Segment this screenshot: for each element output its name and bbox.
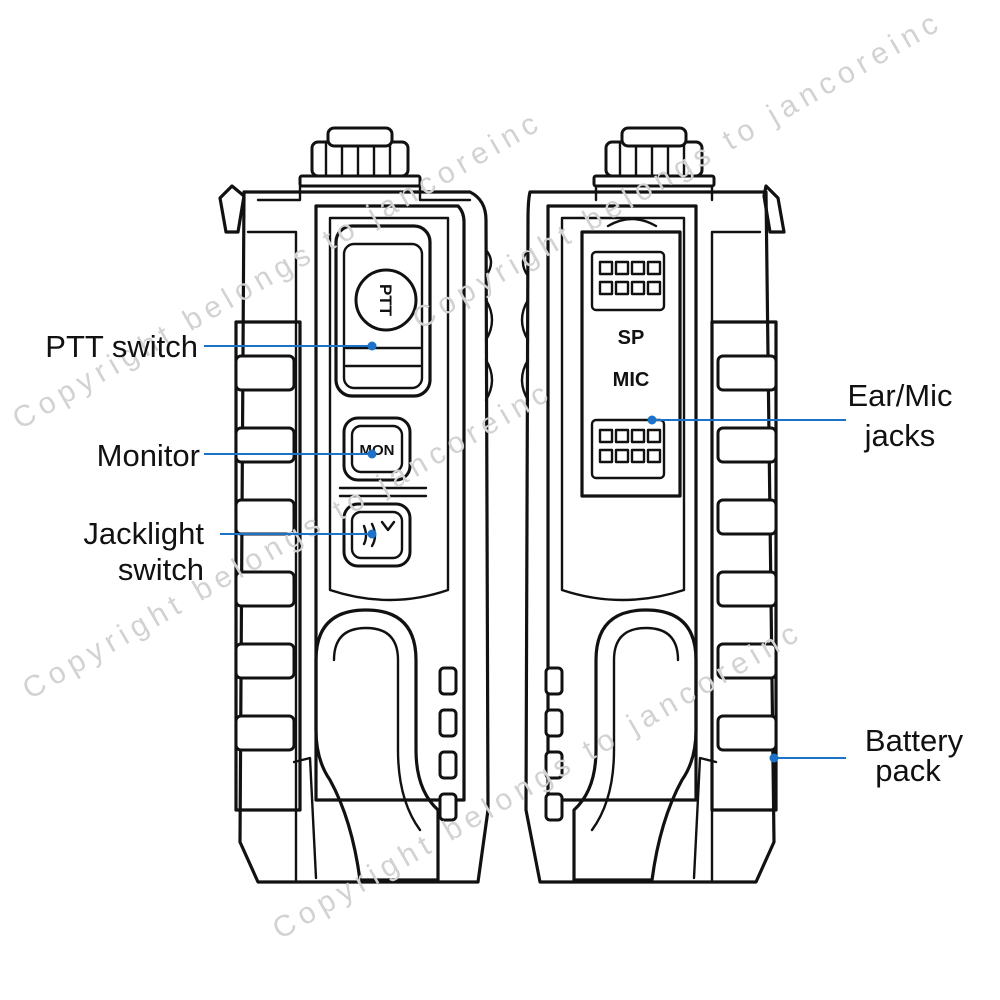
- battery-label-line2: pack: [875, 753, 941, 788]
- radio-right-side-view: SP MIC: [520, 126, 786, 884]
- watermark-text-3: Copyright belongs to jancoreinc: [267, 614, 809, 946]
- leader-lines: [204, 341, 846, 763]
- knob-left: [298, 126, 422, 188]
- ptt-switch-label: PTT switch: [45, 329, 198, 364]
- earmic-leader-dot: [647, 415, 657, 425]
- callout-labels: PTT switch Monitor Jacklight switch Ear/…: [45, 329, 963, 788]
- jacklight-label-line2: switch: [118, 552, 204, 587]
- watermark-layer: Copyright belongs to jancoreinc Copyrigh…: [7, 4, 949, 946]
- jack-grid-bottom: [598, 428, 662, 464]
- earmic-label-line1: Ear/Mic: [847, 378, 952, 413]
- ear-mic-jack-cover[interactable]: SP MIC: [580, 217, 682, 498]
- monitor-button[interactable]: MON: [342, 416, 412, 482]
- jacklight-label-line1: Jacklight: [83, 516, 204, 551]
- earmic-label-line2: jacks: [864, 418, 936, 453]
- knob-right: [592, 126, 716, 188]
- ptt-leader-dot: [367, 341, 377, 351]
- side-keys-right: [544, 666, 564, 822]
- ptt-button[interactable]: PTT: [354, 268, 418, 332]
- grip-ribs-right: [716, 354, 778, 752]
- monitor-leader-dot: [367, 449, 377, 459]
- battery-leader-dot: [769, 753, 779, 763]
- battery-label-line1: Battery: [865, 723, 964, 758]
- side-keys-left: [438, 666, 458, 822]
- monitor-label: Monitor: [97, 438, 200, 473]
- monitor-button-label: MON: [360, 442, 395, 459]
- jacklight-leader-dot: [367, 529, 377, 539]
- sp-jack-label: SP: [618, 327, 645, 349]
- mic-jack-label: MIC: [613, 369, 650, 391]
- ptt-button-label: PTT: [376, 284, 395, 317]
- jack-grid-top: [598, 260, 662, 296]
- watermark-text-4: Copyright belongs to jancoreinc: [407, 4, 949, 336]
